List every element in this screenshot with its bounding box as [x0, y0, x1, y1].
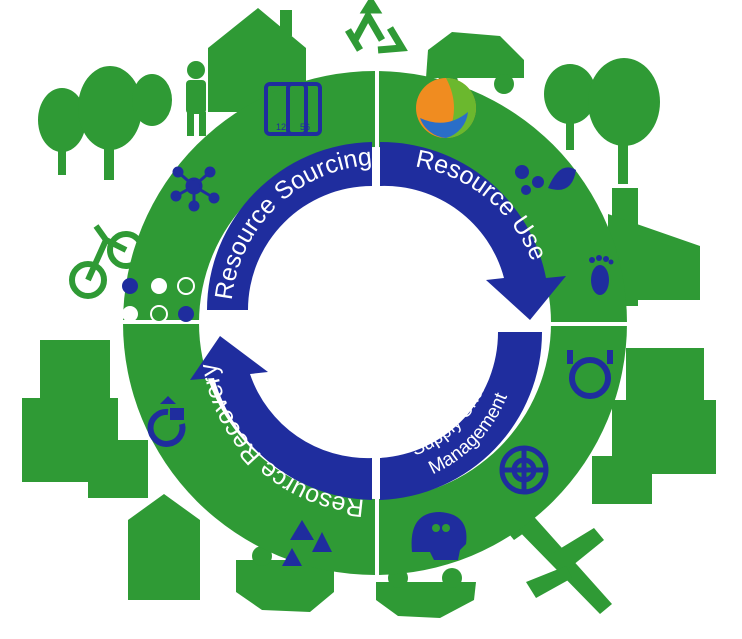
footprint-icon: [589, 255, 614, 295]
puzzle-icon: 12 56: [264, 82, 322, 136]
arrow-resource-sourcing: [207, 142, 372, 310]
target-icon: [499, 445, 549, 495]
energy-icons: [122, 277, 195, 323]
arrow-supply-chain: [380, 332, 543, 500]
car-icon: [236, 546, 476, 618]
network-icon: [170, 166, 220, 212]
office-building-icon: [22, 340, 148, 498]
head-icon: [411, 512, 467, 560]
arrow-resource-recovery: [190, 336, 372, 500]
valve-icon: [567, 350, 613, 399]
svg-text:56: 56: [300, 122, 310, 132]
svg-text:12: 12: [276, 122, 286, 132]
person-icon: [186, 61, 206, 136]
trees-icon: [544, 58, 660, 184]
refresh-factory-icon: [147, 396, 186, 447]
trees-icon: [38, 66, 172, 180]
arrow-resource-use: [380, 141, 566, 320]
car-icon: [426, 32, 524, 94]
inner-circle: [199, 147, 551, 499]
house-icon: [128, 494, 200, 600]
office-building-icon: [592, 348, 716, 504]
recycle-icon: [344, 0, 408, 54]
gears-leaf-icon: [515, 165, 576, 195]
globe-icon: [416, 78, 476, 138]
factory-icon: [608, 188, 700, 306]
recycle-icon: [282, 520, 332, 566]
